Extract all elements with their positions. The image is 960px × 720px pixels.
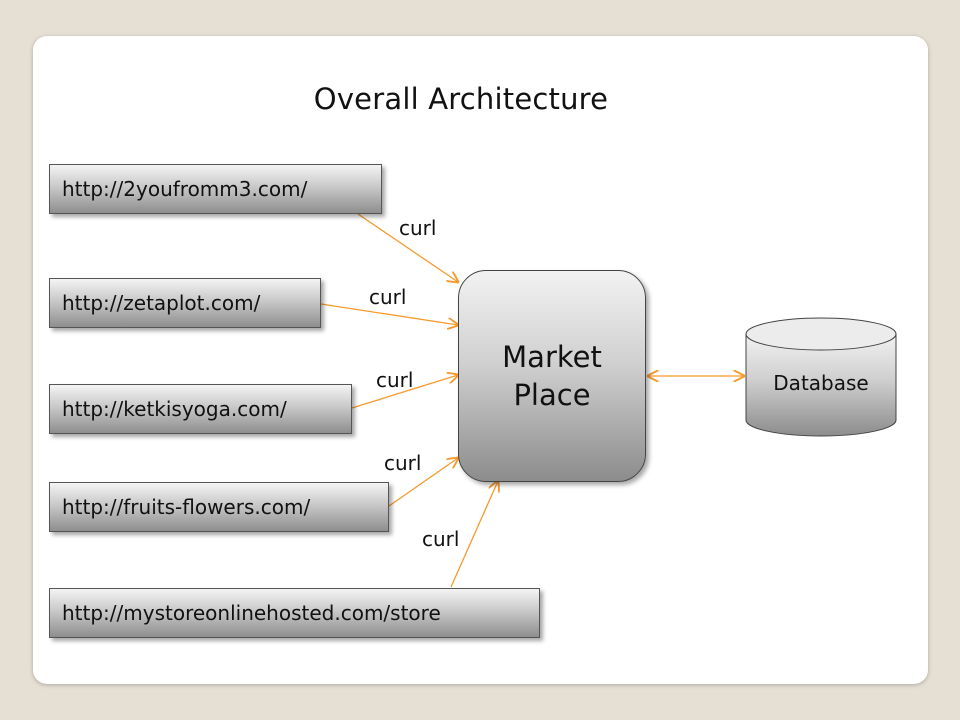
- edge-label-5: curl: [422, 527, 460, 551]
- source-box-4: http://fruits-flowers.com/: [49, 482, 389, 532]
- curl-arrow-2: [320, 303, 458, 325]
- market-place-label-line2: Place: [513, 378, 591, 412]
- curl-arrow-5: [450, 481, 498, 588]
- database-label: Database: [773, 371, 869, 395]
- edge-label-4: curl: [384, 451, 422, 475]
- source-box-3: http://ketkisyoga.com/: [49, 384, 352, 434]
- curl-arrow-3: [351, 375, 458, 409]
- market-place-label-line1: Market: [502, 340, 602, 374]
- edge-label-1: curl: [399, 216, 437, 240]
- market-place-node: Market Place: [458, 270, 646, 482]
- edge-label-2: curl: [369, 285, 407, 309]
- source-box-5: http://mystoreonlinehosted.com/store: [49, 588, 540, 638]
- source-box-1: http://2youfromm3.com/: [49, 164, 382, 214]
- database-cylinder: [745, 317, 897, 437]
- source-box-2: http://zetaplot.com/: [49, 278, 321, 328]
- diagram-title: Overall Architecture: [313, 82, 609, 116]
- edge-label-3: curl: [376, 368, 414, 392]
- curl-arrow-1: [357, 213, 458, 282]
- curl-arrow-4: [388, 458, 458, 507]
